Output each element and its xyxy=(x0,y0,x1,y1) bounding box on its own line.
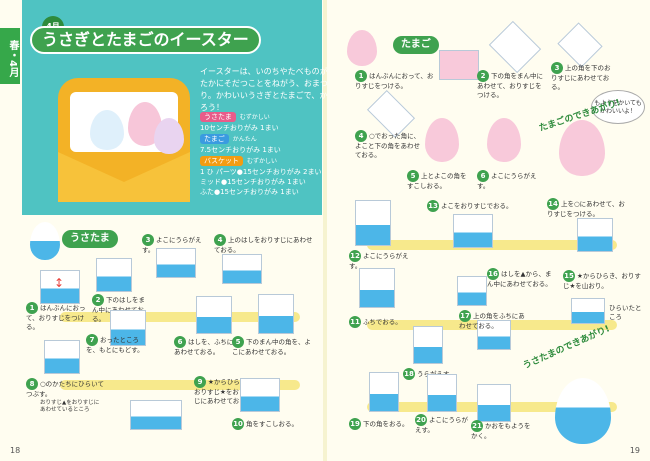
step13-paper xyxy=(453,214,493,248)
step3-paper xyxy=(156,248,196,278)
material-basket: バスケットむずかしい 1 ひ パーツ●15センチおりがみ 2まい ミッド●15セ… xyxy=(200,156,322,196)
step15-paper xyxy=(571,298,605,324)
step2-paper xyxy=(96,258,132,292)
section-usatama: うさたま xyxy=(62,230,118,248)
season-tab: 春・4月 xyxy=(0,28,20,84)
tip-bubble: もようをかいてもかわいいよ！ xyxy=(591,90,645,124)
tamago-icon xyxy=(347,30,377,66)
tamago-step5-paper xyxy=(425,118,459,162)
fold-arrow-icon: ↕ xyxy=(54,276,65,290)
egg-purple xyxy=(154,118,184,154)
step20-paper xyxy=(427,374,457,412)
usatama-step-9: 9★からひらき、おりすじ★をおりすじにあわせておる。 xyxy=(194,376,253,405)
usatama-finished xyxy=(555,378,611,444)
step21-paper xyxy=(477,384,511,422)
usatama-icon xyxy=(30,222,60,260)
left-page: 春・4月 イースターは、いのちやたべものがゆたかにそだつことをねがう、おまつり。… xyxy=(0,0,336,461)
usatama-step-15: 15★からひらき、おりすじ★を山おり。 xyxy=(563,270,641,290)
step11-paper xyxy=(359,268,395,308)
step14-paper xyxy=(577,218,613,252)
step4-paper xyxy=(222,254,262,284)
step12-paper xyxy=(355,200,391,246)
tamago-step-4: 4○でおった角に、よこと下の角をあわせておる。 xyxy=(355,130,420,159)
page-title: うさぎとたまごのイースター xyxy=(30,26,261,54)
step1-paper xyxy=(40,270,80,304)
step16-paper xyxy=(457,276,487,306)
step7-paper xyxy=(110,310,146,346)
step6-paper xyxy=(196,296,232,334)
step18-paper xyxy=(413,326,443,364)
tamago-step2-paper xyxy=(488,20,542,74)
tamago-step3-paper xyxy=(557,22,603,68)
basket-photo xyxy=(58,78,190,202)
section-tamago: たまご xyxy=(393,36,439,54)
step19-paper xyxy=(369,372,399,412)
tamago-finished xyxy=(559,120,605,176)
note-8: おりすじ▲をおりすじにあわせているところ xyxy=(40,400,100,413)
step17-paper xyxy=(477,320,511,350)
open-note: ひらいたところ xyxy=(609,304,642,321)
intro-text: イースターは、いのちやたべものがゆたかにそだつことをねがう、おまつり。かわいいう… xyxy=(200,67,336,112)
step10-paper xyxy=(240,378,280,412)
page-number-right: 19 xyxy=(629,446,640,455)
material-tamago: たまごかんたん 7.5センチおりがみ 1まい xyxy=(200,134,281,154)
usatama-step-8: 8○のかたちにひらいてつぶす。 xyxy=(26,378,104,398)
tamago-step6-paper xyxy=(487,118,521,162)
step8-paper xyxy=(44,340,80,374)
egg-blue xyxy=(90,110,124,150)
tamago-step1-paper xyxy=(439,50,479,80)
step9a-paper xyxy=(130,400,182,430)
material-usatama: うさたまむずかしい 10センチおりがみ 1まい xyxy=(200,112,279,132)
page-number-left: 18 xyxy=(10,446,21,455)
step5-paper xyxy=(258,294,294,334)
